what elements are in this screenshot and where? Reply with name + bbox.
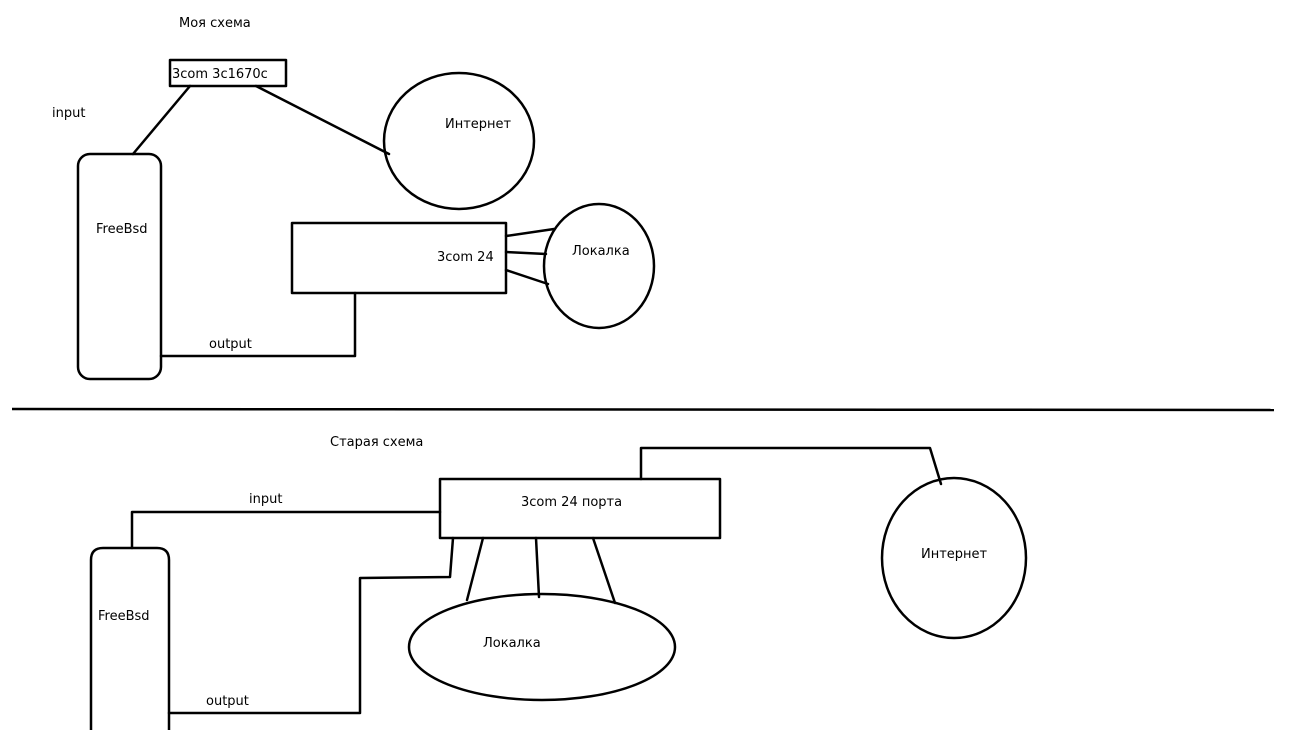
old-link-switch-lan-3 xyxy=(591,536,617,605)
internet-label: Интернет xyxy=(445,117,512,132)
link-switch-lan-1 xyxy=(504,227,556,238)
old-internet-cloud xyxy=(880,476,1028,640)
old-switch-box xyxy=(438,477,722,540)
old-link-freebsd-switch-output xyxy=(167,536,455,715)
freebsd-server xyxy=(76,152,163,381)
old-scheme-title: Старая схема xyxy=(330,435,423,450)
old-output-label: output xyxy=(206,694,249,709)
old-freebsd-label: FreeBsd xyxy=(98,609,150,624)
switch-box xyxy=(290,221,508,295)
link-switch-lan-3 xyxy=(504,268,550,286)
old-internet-label: Интернет xyxy=(921,547,988,562)
freebsd-label: FreeBsd xyxy=(96,222,148,237)
router-box xyxy=(168,58,288,88)
old-input-label: input xyxy=(249,492,282,507)
old-lan-label: Локалка xyxy=(483,636,541,651)
old-link-switch-lan-1 xyxy=(465,536,485,602)
my-scheme: Моя схема 3com 3c1670c input FreeBsd Инт… xyxy=(52,16,656,381)
old-lan-cloud xyxy=(407,592,677,702)
link-switch-lan-2 xyxy=(504,250,548,256)
link-router-internet xyxy=(254,84,391,156)
link-freebsd-switch xyxy=(159,291,357,358)
lan-label: Локалка xyxy=(572,244,630,259)
lan-cloud xyxy=(542,202,656,330)
output-label: output xyxy=(209,337,252,352)
section-divider xyxy=(11,407,1275,412)
old-freebsd-server xyxy=(89,546,171,730)
router-label: 3com 3c1670c xyxy=(172,67,268,82)
old-scheme: Старая схема 3com 24 порта Интернет inpu… xyxy=(89,435,1028,730)
internet-cloud xyxy=(382,71,536,211)
old-link-switch-lan-2 xyxy=(534,536,541,599)
switch-label: 3com 24 xyxy=(437,250,494,265)
my-scheme-title: Моя схема xyxy=(179,16,251,31)
old-switch-label: 3com 24 порта xyxy=(521,495,622,510)
input-label: input xyxy=(52,106,85,121)
old-link-switch-internet xyxy=(639,446,943,486)
link-router-freebsd xyxy=(131,84,192,156)
old-link-freebsd-switch-input xyxy=(130,510,442,550)
